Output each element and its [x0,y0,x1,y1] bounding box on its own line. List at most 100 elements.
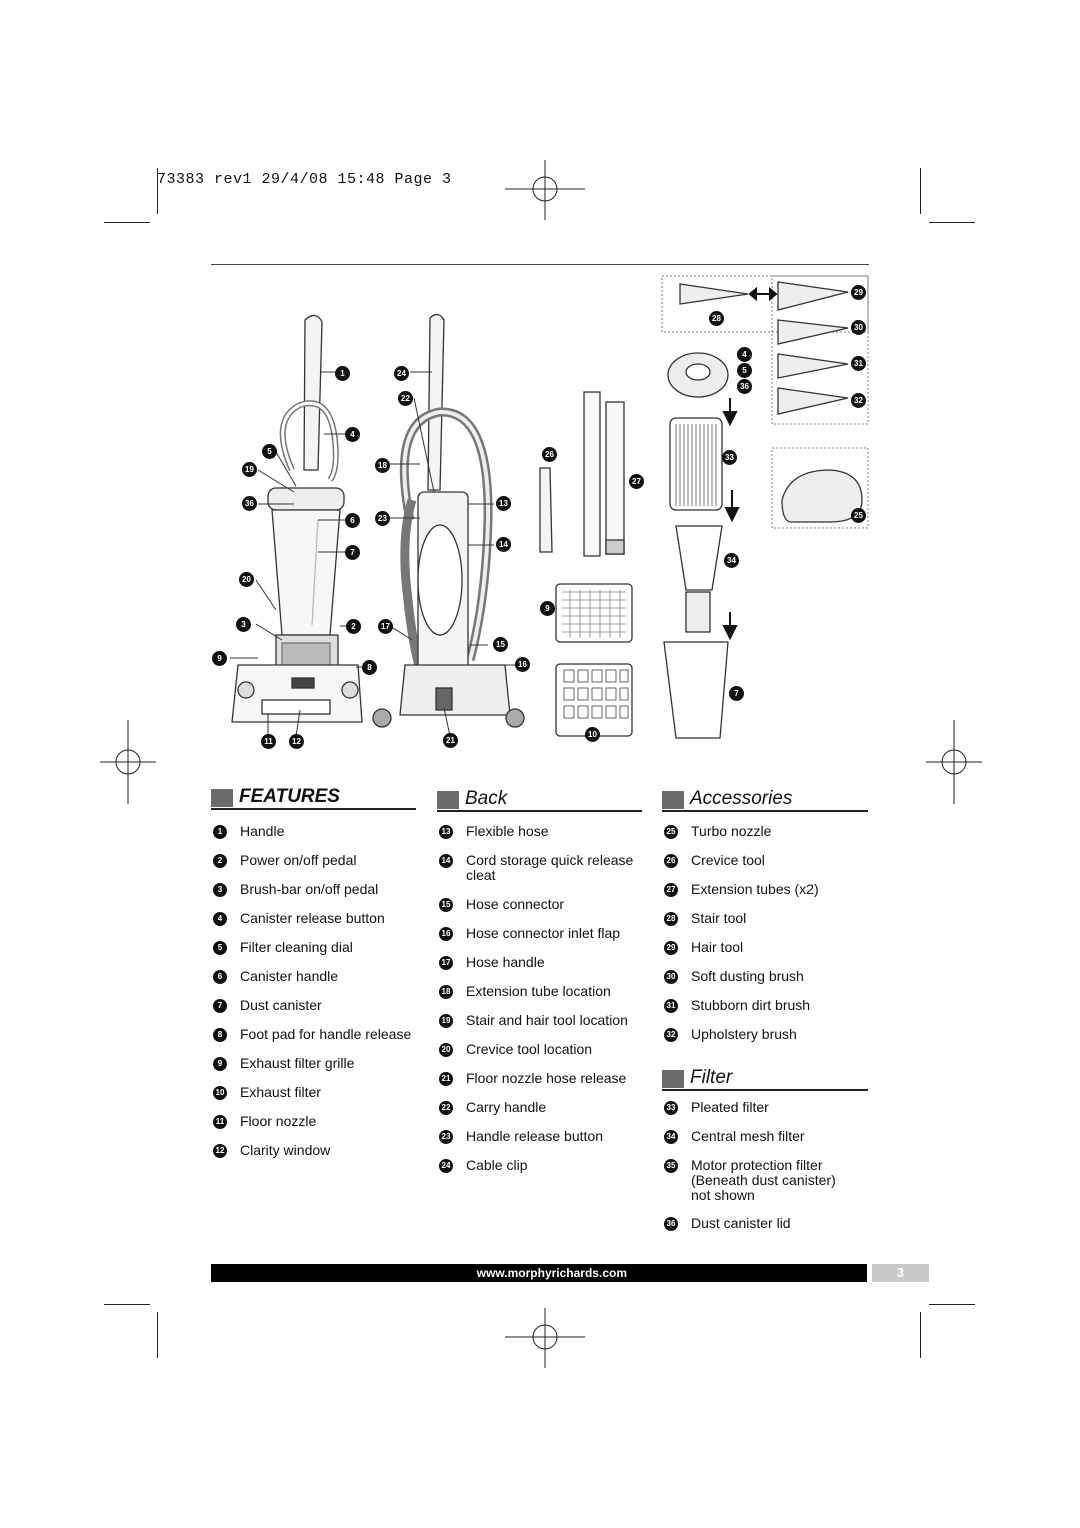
registration-mark-bottom [505,1308,585,1368]
callout: 18 [375,458,390,473]
item-number: 32 [664,1028,678,1042]
page-number: 3 [896,1265,905,1280]
item-label: Exhaust filter [240,1084,321,1100]
features-heading: FEATURES [211,786,416,810]
item-number: 34 [664,1130,678,1144]
item-number: 14 [439,854,453,868]
callout: 5 [262,444,277,459]
filter-title: Filter [690,1067,733,1088]
item-number: 27 [664,883,678,897]
item-number: 19 [439,1014,453,1028]
callout: 26 [542,447,557,462]
item-label: Turbo nozzle [691,823,772,839]
item-number: 13 [439,825,453,839]
item-number: 22 [439,1101,453,1115]
callout: 7 [345,545,360,560]
item-label: Clarity window [240,1142,331,1158]
features-title: FEATURES [239,786,340,807]
callout: 7 [729,686,744,701]
callout: 3 [236,617,251,632]
item-label: Pleated filter [691,1099,769,1115]
callout: 5 [737,363,752,378]
item-label: Power on/off pedal [240,852,357,868]
item-number: 5 [213,941,227,955]
callout: 9 [540,601,555,616]
callout: 9 [212,651,227,666]
item-label: Upholstery brush [691,1026,797,1042]
callout: 30 [851,320,866,335]
callout: 4 [345,427,360,442]
footer-bar: www.morphyrichards.com [211,1264,867,1282]
callout: 15 [493,637,508,652]
callout: 22 [398,391,413,406]
item-number: 2 [213,854,227,868]
vacuum-cleaner-diagram [230,275,869,739]
item-label: Crevice tool location [466,1041,593,1057]
item-label: Stair tool [691,910,747,926]
print-slug: 73383 rev1 29/4/08 15:48 Page 3 [157,171,452,188]
item-number: 3 [213,883,227,897]
callout: 29 [851,285,866,300]
registration-mark-right [926,720,982,804]
item-number: 9 [213,1057,227,1071]
item-number: 26 [664,854,678,868]
callout: 25 [851,508,866,523]
item-number: 33 [664,1101,678,1115]
callout: 27 [629,474,644,489]
item-number: 36 [664,1217,678,1231]
website-url[interactable]: www.morphyrichards.com [476,1266,627,1280]
back-heading: Back [437,788,642,812]
callout: 2 [346,619,361,634]
item-number: 4 [213,912,227,926]
item-label: Soft dusting brush [691,968,804,984]
item-number: 15 [439,898,453,912]
item-label: Handle [240,823,285,839]
item-number: 24 [439,1159,453,1173]
callout: 10 [585,727,600,742]
item-number: 18 [439,985,453,999]
accessories-title: Accessories [690,788,793,809]
page-number-box: 3 [872,1264,929,1282]
callout: 17 [378,619,393,634]
callout: 6 [345,513,360,528]
item-label: Cable clip [466,1157,528,1173]
item-label: Hose connector [466,896,565,912]
item-label: Stubborn dirt brush [691,997,811,1013]
item-number: 8 [213,1028,227,1042]
item-label: Floor nozzle [240,1113,317,1129]
item-number: 16 [439,927,453,941]
callout: 31 [851,356,866,371]
item-label: Brush-bar on/off pedal [240,881,379,897]
registration-mark-top [505,160,585,220]
item-label: Central mesh filter [691,1128,805,1144]
filter-heading: Filter [662,1067,868,1091]
item-number: 6 [213,970,227,984]
item-label: Floor nozzle hose release [466,1070,627,1086]
item-number: 25 [664,825,678,839]
item-number: 28 [664,912,678,926]
item-label: Canister handle [240,968,339,984]
item-label: Flexible hose [466,823,549,839]
item-number: 23 [439,1130,453,1144]
back-title: Back [465,788,508,809]
item-number: 12 [213,1144,227,1158]
item-number: 20 [439,1043,453,1057]
item-number: 31 [664,999,678,1013]
item-label: Exhaust filter grille [240,1055,355,1071]
item-number: 21 [439,1072,453,1086]
callout: 33 [722,450,737,465]
callout: 32 [851,393,866,408]
item-label: Carry handle [466,1099,547,1115]
registration-mark-left [100,720,156,804]
item-label: Crevice tool [691,852,765,868]
item-label: Extension tubes (x2) [691,881,819,897]
item-label: Dust canister lid [691,1215,791,1231]
callout: 36 [242,496,257,511]
item-number: 7 [213,999,227,1013]
item-label: Hose connector inlet flap [466,925,621,941]
item-label: Motor protection filter (Beneath dust ca… [691,1157,836,1203]
item-label: Dust canister [240,997,322,1013]
callout: 23 [375,511,390,526]
callout: 34 [724,553,739,568]
callout: 14 [496,537,511,552]
